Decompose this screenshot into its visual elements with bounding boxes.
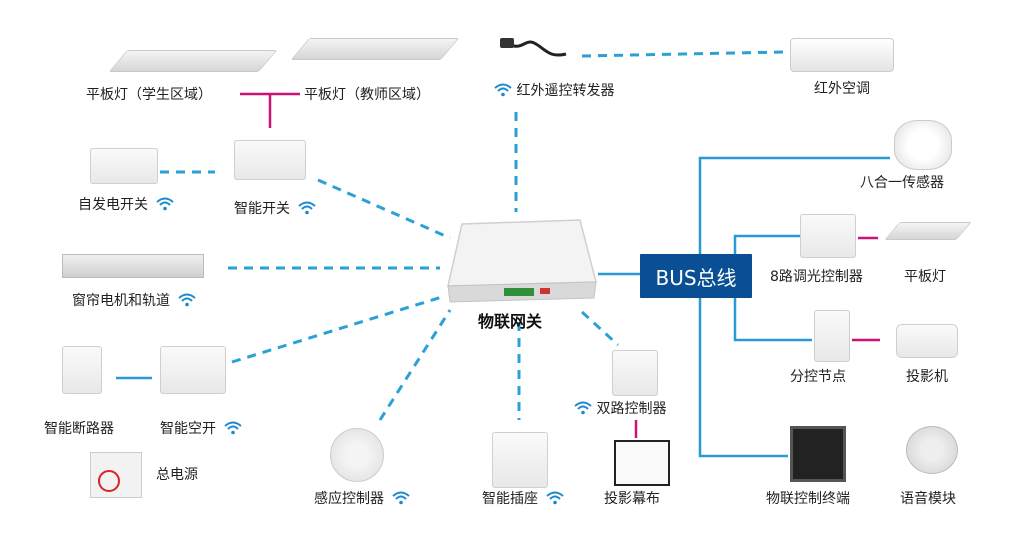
wifi-icon <box>178 293 197 307</box>
label-ir-forwarder-group: 红外遥控转发器 <box>490 82 614 100</box>
label-sensor-ctrl-group: 感应控制器 <box>314 490 411 508</box>
label-terminal: 物联控制终端 <box>766 491 850 507</box>
ir-forwarder-icon <box>500 34 570 62</box>
wireless-links <box>160 50 786 421</box>
link-sensor <box>378 309 452 421</box>
label-panel-student: 平板灯（学生区域） <box>86 87 212 103</box>
wifi-icon <box>156 197 175 211</box>
wifi-icon <box>224 421 243 435</box>
air-switch-icon <box>160 346 226 394</box>
label-dimmer8: 8路调光控制器 <box>770 269 863 285</box>
label-self-switch: 自发电开关 <box>78 197 148 213</box>
label-air-switch-group: 智能空开 <box>160 420 243 438</box>
link-ir-ac <box>581 50 786 58</box>
wifi-icon <box>574 401 592 415</box>
curtain-rail-icon <box>62 254 204 278</box>
label-screen: 投影幕布 <box>604 491 660 507</box>
label-curtain-group: 窗帘电机和轨道 <box>72 292 197 310</box>
label-breaker: 智能断路器 <box>44 421 114 437</box>
label-sensor-ctrl: 感应控制器 <box>314 491 384 507</box>
voice-module-icon <box>906 426 958 474</box>
gateway-label: 物联网关 <box>478 312 543 331</box>
panel-light-student-icon <box>108 50 278 72</box>
label-ir-ac: 红外空调 <box>814 81 870 97</box>
air-conditioner-icon <box>790 38 894 72</box>
wifi-icon <box>546 491 565 505</box>
label-curtain: 窗帘电机和轨道 <box>72 293 170 309</box>
label-socket-group: 智能插座 <box>482 490 565 508</box>
label-projector: 投影机 <box>906 369 948 385</box>
panel-light-teacher-icon <box>290 38 460 60</box>
wifi-icon <box>494 83 512 97</box>
wifi-icon <box>392 491 411 505</box>
wired-links <box>240 92 880 438</box>
label-panel-light: 平板灯 <box>904 269 946 285</box>
wifi-icon <box>298 201 317 215</box>
label-ir-forwarder: 红外遥控转发器 <box>516 83 615 99</box>
projection-screen-icon <box>614 440 670 486</box>
link-air-switch <box>231 294 446 364</box>
dual-controller-icon <box>612 350 658 396</box>
label-dual-ctrl: 双路控制器 <box>596 401 667 417</box>
label-panel-teacher: 平板灯（教师区域） <box>304 87 430 103</box>
bus-box: BUS总线 <box>640 254 752 298</box>
panel-light-icon <box>884 222 972 240</box>
label-main-power: 总电源 <box>156 467 198 483</box>
breaker-icon <box>62 346 102 394</box>
eight-in-one-sensor-icon <box>894 120 952 170</box>
self-powered-switch-icon <box>90 148 158 184</box>
sub-node-icon <box>814 310 850 362</box>
label-eight-sensor: 八合一传感器 <box>860 175 944 191</box>
bus-label: BUS总线 <box>655 265 737 290</box>
label-self-switch-group: 自发电开关 <box>78 196 175 214</box>
smart-socket-icon <box>492 432 548 488</box>
bus-to-terminal <box>698 274 788 458</box>
main-power-icon <box>90 452 142 498</box>
label-air-switch: 智能空开 <box>160 421 216 437</box>
link-switch <box>317 178 451 240</box>
dimmer-controller-icon <box>800 214 856 258</box>
smart-switch-icon <box>234 140 306 180</box>
label-smart-switch: 智能开关 <box>234 201 290 217</box>
bus-lines <box>116 156 890 458</box>
projector-icon <box>896 324 958 358</box>
label-smart-switch-group: 智能开关 <box>234 200 317 218</box>
gateway-device-icon <box>444 214 598 306</box>
label-dual-group: 双路控制器 <box>570 400 666 418</box>
label-voice: 语音模块 <box>900 491 956 507</box>
label-smart-socket: 智能插座 <box>482 491 538 507</box>
terminal-icon <box>790 426 846 482</box>
motion-sensor-icon <box>330 428 384 482</box>
link-dual <box>580 310 620 347</box>
label-sub-node: 分控节点 <box>790 369 846 385</box>
